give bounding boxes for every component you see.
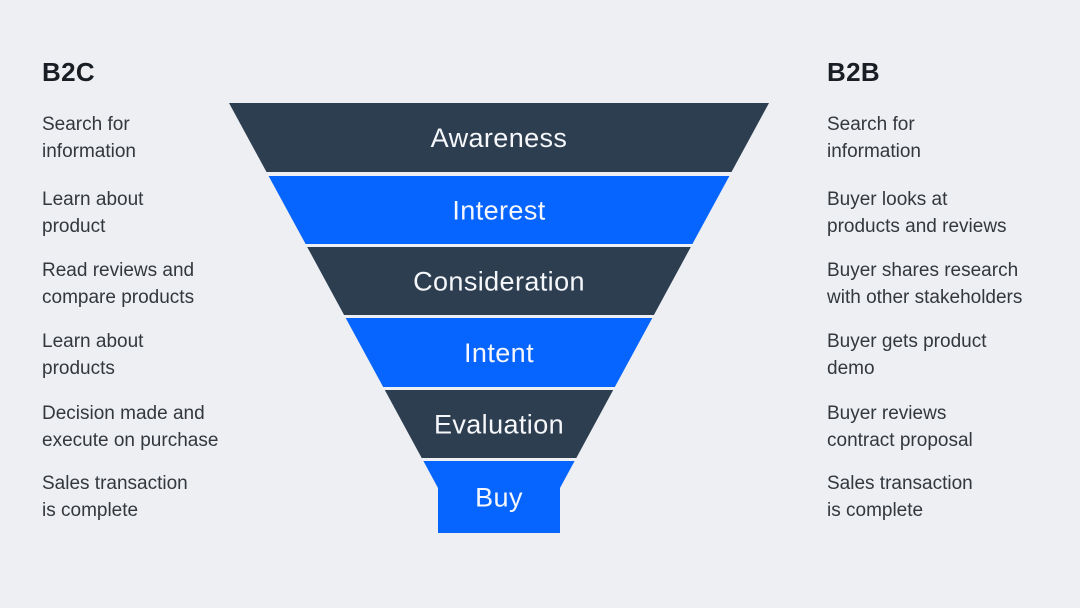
funnel-stage-consideration-shape bbox=[307, 247, 691, 315]
funnel-stage-awareness-label: Awareness bbox=[431, 123, 568, 153]
funnel-stage-interest-label: Interest bbox=[452, 196, 545, 226]
b2b-item-buyer-looks-at-products: Buyer looks at products and reviews bbox=[827, 189, 1007, 237]
funnel-stage-consideration-label: Consideration bbox=[413, 267, 585, 297]
b2b-heading: B2B bbox=[827, 57, 880, 87]
funnel-stage-evaluation-shape bbox=[384, 390, 614, 458]
funnel-stage-awareness-shape bbox=[229, 103, 769, 172]
funnel-stage-intent-label: Intent bbox=[464, 338, 534, 368]
sales-funnel: Awareness Interest Consideration Intent … bbox=[229, 103, 769, 533]
b2b-item-buyer-gets-demo: Buyer gets product demo bbox=[827, 331, 987, 379]
b2b-item-sales-transaction: Sales transaction is complete bbox=[827, 473, 973, 521]
funnel-stage-buy-label: Buy bbox=[475, 483, 523, 513]
b2b-item-buyer-shares-research: Buyer shares research with other stakeho… bbox=[827, 260, 1023, 308]
funnel-stage-intent-shape bbox=[345, 318, 653, 387]
b2b-item-buyer-reviews-contract: Buyer reviews contract proposal bbox=[827, 403, 973, 451]
funnel-stage-buy-shape bbox=[423, 461, 575, 533]
b2c-item-search-for-information: Search for information bbox=[42, 114, 136, 162]
b2c-item-sales-transaction: Sales transaction is complete bbox=[42, 473, 188, 521]
b2c-item-learn-about-product: Learn about product bbox=[42, 189, 144, 237]
b2c-item-decision-made: Decision made and execute on purchase bbox=[42, 403, 219, 451]
funnel-stage-evaluation-label: Evaluation bbox=[434, 410, 564, 440]
b2c-item-learn-about-products: Learn about products bbox=[42, 331, 144, 379]
funnel-stage-interest-shape bbox=[268, 176, 730, 244]
b2c-item-read-reviews: Read reviews and compare products bbox=[42, 260, 195, 308]
b2b-item-search-for-information: Search for information bbox=[827, 114, 921, 162]
b2c-heading: B2C bbox=[42, 57, 95, 87]
